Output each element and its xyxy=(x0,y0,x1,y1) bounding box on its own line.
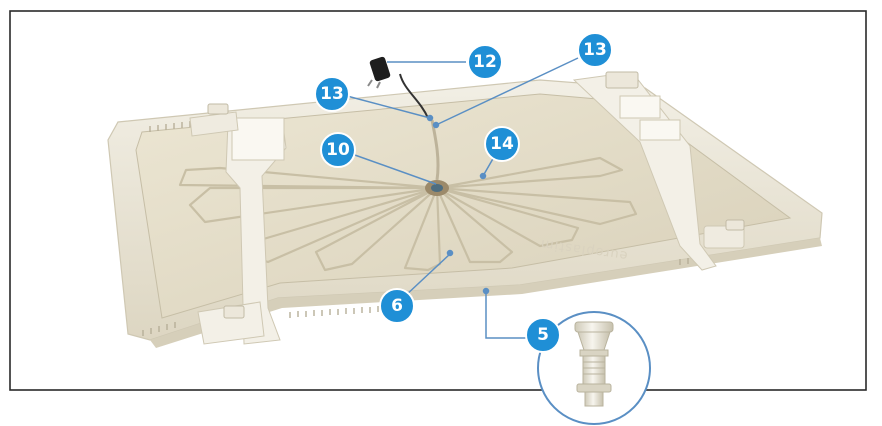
leader-12 xyxy=(435,57,579,126)
center-drain xyxy=(425,180,449,196)
callout-10: 10 xyxy=(320,132,356,168)
callout-5: 5 xyxy=(525,317,561,353)
svg-text:13: 13 xyxy=(583,40,607,60)
heating-channels xyxy=(178,156,638,272)
svg-text:13: 13 xyxy=(320,84,344,104)
svg-text:14: 14 xyxy=(490,134,514,154)
callout-14: 13 14 xyxy=(484,126,520,162)
right-support-bracket xyxy=(572,71,745,271)
svg-text:10: 10 xyxy=(326,140,350,160)
power-plug xyxy=(367,56,391,89)
drain-fitting xyxy=(574,321,614,407)
left-support-bracket xyxy=(189,103,287,345)
callout-11: 12 xyxy=(467,44,503,80)
leader-lines xyxy=(346,57,579,339)
callout-12: 13 xyxy=(577,32,613,68)
callout-6: 6 xyxy=(379,288,415,324)
leader-10 xyxy=(351,153,437,185)
callout-13: 13 xyxy=(314,76,350,112)
power-cable xyxy=(399,73,429,119)
svg-text:5: 5 xyxy=(537,325,549,345)
tray-basin xyxy=(135,93,792,319)
svg-text:12: 12 xyxy=(473,52,497,72)
drain-fitting-inset xyxy=(537,311,651,425)
leader-5 xyxy=(485,291,528,339)
leader-13 xyxy=(346,95,431,119)
svg-text:6: 6 xyxy=(391,296,403,316)
leader-6 xyxy=(403,253,451,298)
callout-badges: 12 13 13 10 13 14 6 5 xyxy=(314,32,613,353)
